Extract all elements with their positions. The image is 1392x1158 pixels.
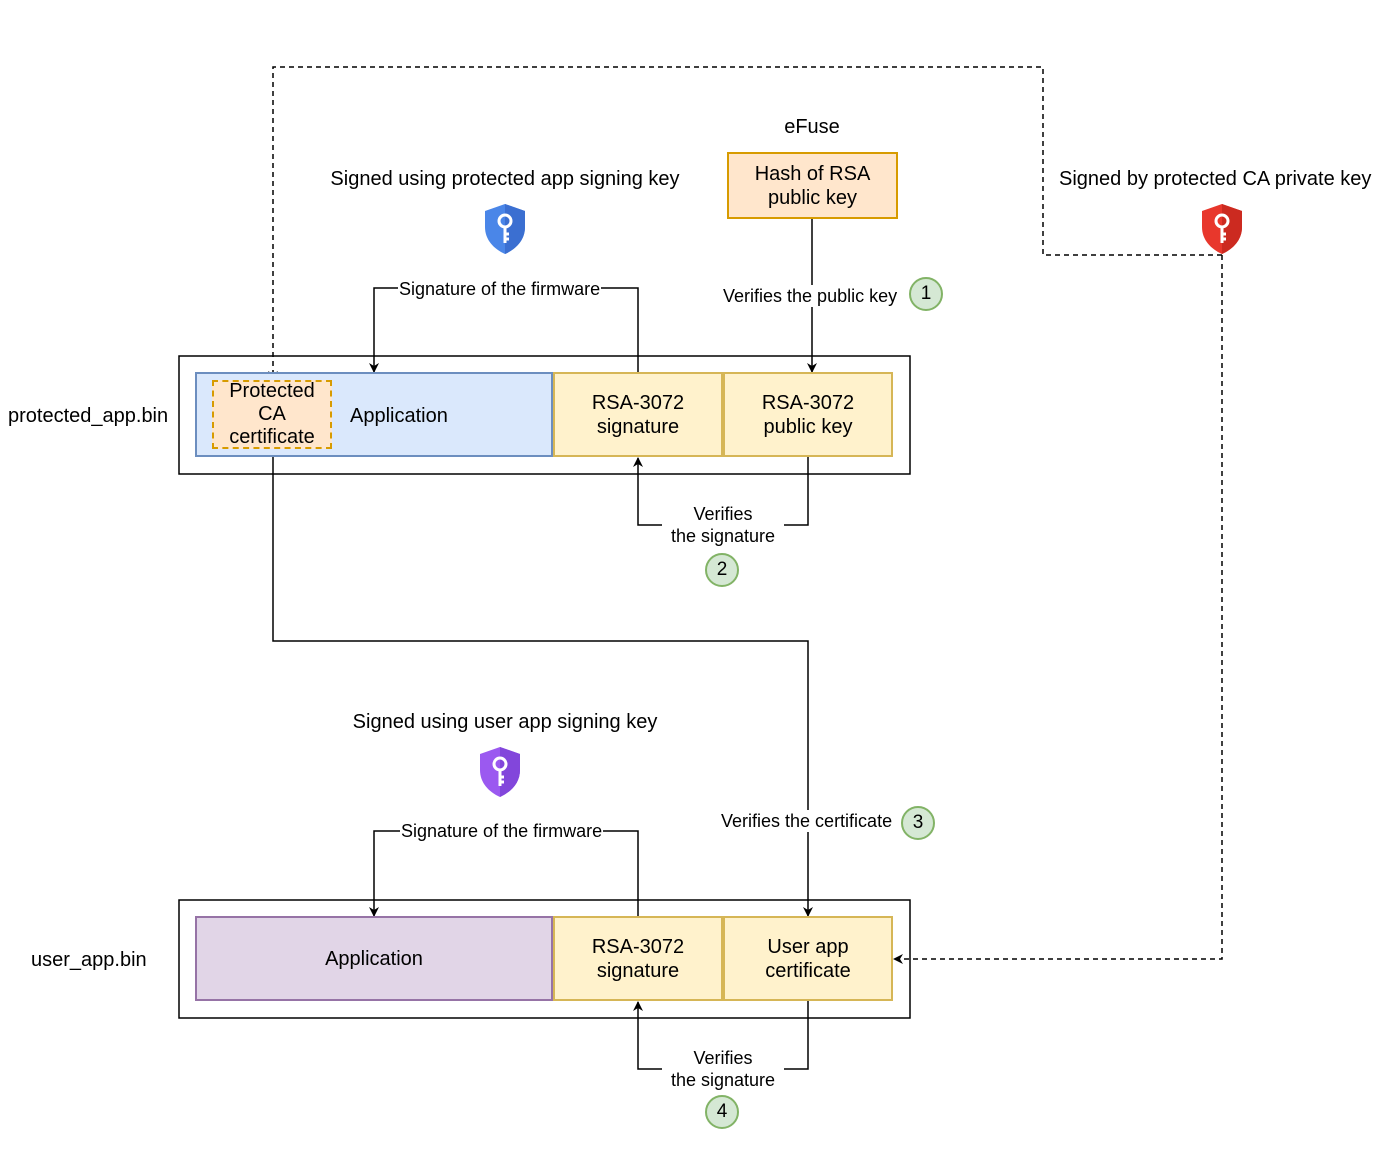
protected-signing-key-caption: Signed using protected app signing key (330, 168, 680, 190)
edge-label-sig-firmware-top: Signature of the firmware (398, 278, 602, 300)
protected-application-label: Application (350, 405, 448, 427)
edge-label-verifies-certificate: Verifies the certificate (720, 810, 894, 832)
user-signing-key-caption: Signed using user app signing key (352, 711, 658, 733)
key-shield-purple-icon (480, 747, 520, 797)
edge-label-sig-firmware-bottom: Signature of the firmware (400, 820, 604, 842)
protected-rsa-signature-block: RSA-3072 signature (553, 372, 723, 457)
edge-sig-firmware-top (369, 287, 639, 373)
edge-ca-key-to-ca-cert (268, 66, 1222, 381)
step-badge-4: 4 (705, 1095, 739, 1129)
ca-private-key-caption: Signed by protected CA private key (1059, 168, 1372, 190)
user-bin-container (178, 899, 911, 1019)
protected-bin-label: protected_app.bin (8, 405, 169, 427)
edge-label-verifies-signature-top: Verifies the signature (662, 503, 784, 547)
edge-label-verifies-signature-bottom: Verifies the signature (662, 1047, 784, 1091)
edge-verifies-certificate (272, 449, 813, 917)
key-shield-blue-icon (485, 204, 525, 254)
user-rsa-signature-block: RSA-3072 signature (553, 916, 723, 1001)
step-badge-2: 2 (705, 553, 739, 587)
protected-ca-certificate-block: Protected CA certificate (212, 380, 332, 449)
step-badge-3: 3 (901, 806, 935, 840)
efuse-hash-box: Hash of RSA public key (727, 152, 898, 219)
step-badge-1: 1 (909, 277, 943, 311)
user-bin-label: user_app.bin (31, 949, 147, 971)
protected-bin-container (178, 355, 911, 475)
user-app-certificate-block: User app certificate (723, 916, 893, 1001)
user-application-block: Application (195, 916, 553, 1001)
key-shield-red-icon (1202, 204, 1242, 254)
protected-rsa-public-key-block: RSA-3072 public key (723, 372, 893, 457)
edge-ca-key-to-user-cert (893, 255, 1223, 964)
efuse-title: eFuse (784, 116, 840, 138)
edge-label-verifies-public-key: Verifies the public key (722, 285, 899, 307)
edge-sig-firmware-bottom (369, 830, 639, 917)
